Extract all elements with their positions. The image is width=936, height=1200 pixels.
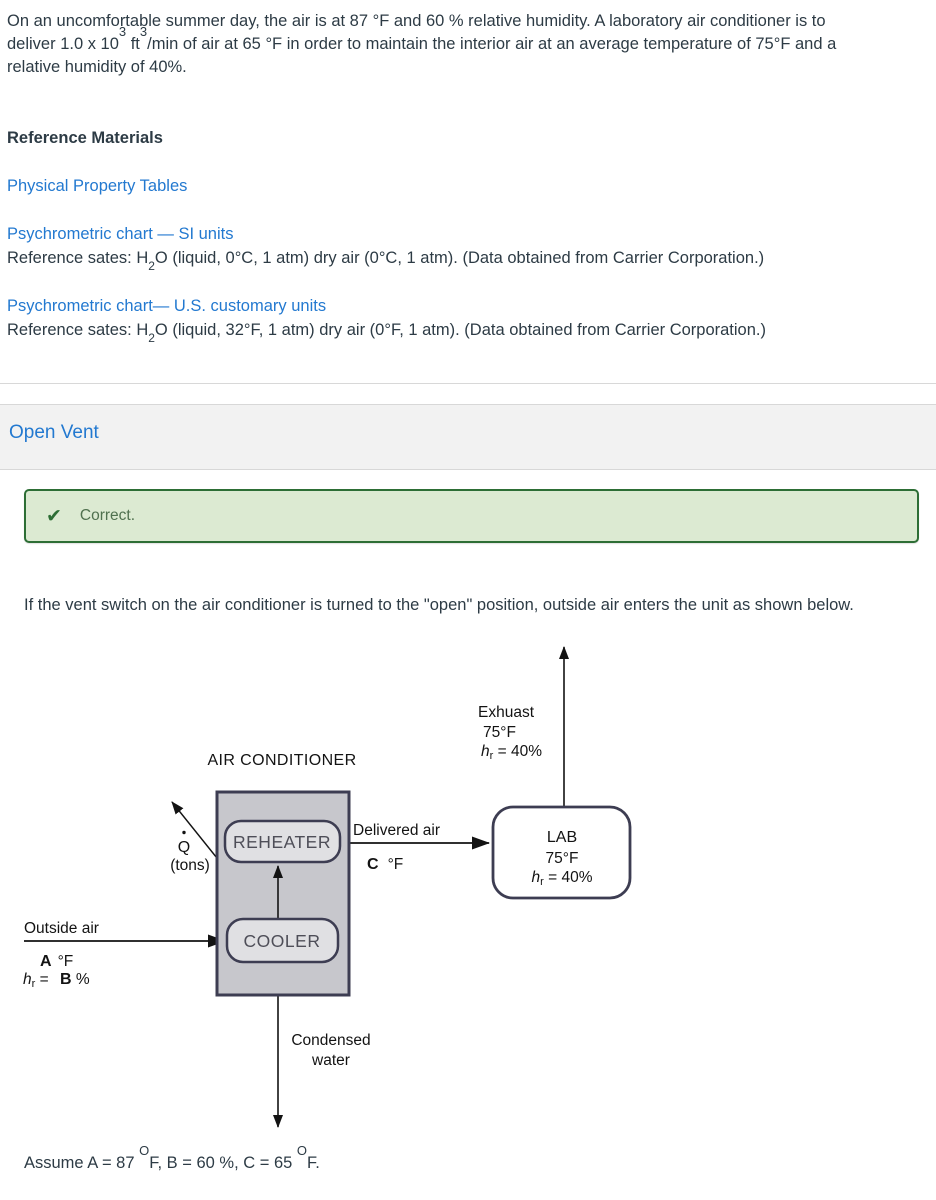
lab-box bbox=[491, 805, 632, 900]
cooler-label: COOLER bbox=[244, 931, 321, 951]
lab-name: LAB bbox=[547, 829, 577, 846]
problem-line-1: On an uncomfortable summer day, the air … bbox=[7, 12, 826, 30]
subscript: 2 bbox=[148, 259, 155, 274]
outside-air-humidity: hr = B % bbox=[23, 971, 90, 990]
us-reference-note: Reference sates: H2O (liquid, 32°F, 1 at… bbox=[7, 321, 766, 346]
exhaust-label: Exhuast bbox=[478, 704, 535, 721]
reheater-box bbox=[223, 819, 342, 864]
lab-humidity: hr = 40% bbox=[532, 869, 593, 888]
horizontal-divider bbox=[0, 383, 936, 384]
delivered-air-label: Delivered air bbox=[353, 822, 440, 839]
system-diagram: AIR CONDITIONER REHEATER COOLER LAB 75°F… bbox=[23, 646, 632, 1128]
lab-temp: 75°F bbox=[546, 850, 579, 867]
si-reference-note: Reference sates: H2O (liquid, 0°C, 1 atm… bbox=[7, 249, 765, 274]
air-conditioner-title: AIR CONDITIONER bbox=[207, 752, 356, 769]
problem-statement: On an uncomfortable summer day, the air … bbox=[7, 10, 836, 79]
correct-banner: ✔ Correct. bbox=[24, 489, 919, 543]
feedback-text: Correct. bbox=[79, 507, 136, 524]
degree-superscript: O bbox=[296, 1142, 308, 1158]
psychrometric-chart-si-link[interactable]: Psychrometric chart — SI units bbox=[7, 225, 234, 243]
physical-property-tables-link[interactable]: Physical Property Tables bbox=[7, 177, 188, 195]
outside-air-label: Outside air bbox=[24, 920, 99, 937]
assume-line: Assume A = 87 OF, B = 60 %, C = 65 OF. bbox=[24, 1142, 320, 1173]
problem-line-2: deliver 1.0 x 103 ft3/min of air at 65 °… bbox=[7, 23, 837, 54]
cooler-box bbox=[225, 917, 340, 964]
degree-superscript: O bbox=[139, 1142, 150, 1158]
reference-materials-heading: Reference Materials bbox=[7, 129, 163, 147]
psychrometric-chart-us-link[interactable]: Psychrometric chart— U.S. customary unit… bbox=[7, 297, 327, 315]
section-header-bar: Open Vent bbox=[0, 404, 936, 470]
condensed-water-label-2: water bbox=[311, 1052, 350, 1069]
delivered-air-temp: C°F bbox=[367, 856, 403, 873]
dot-over-q bbox=[182, 830, 186, 835]
heat-rate-unit: (tons) bbox=[170, 857, 210, 874]
problem-line-3: relative humidity of 40%. bbox=[7, 58, 187, 76]
explanation-text: If the vent switch on the air conditione… bbox=[24, 596, 854, 614]
condensed-water-label-1: Condensed bbox=[291, 1032, 370, 1049]
exhaust-temp: 75°F bbox=[483, 724, 516, 741]
heat-rate-symbol: Q bbox=[178, 839, 190, 856]
open-vent-link[interactable]: Open Vent bbox=[9, 422, 99, 443]
checkmark-icon: ✔ bbox=[46, 505, 62, 527]
exponent: 3 bbox=[118, 23, 127, 39]
subscript: 2 bbox=[148, 331, 155, 346]
reheater-label: REHEATER bbox=[233, 832, 331, 852]
exhaust-humidity: hr = 40% bbox=[481, 743, 542, 762]
exponent: 3 bbox=[139, 23, 148, 39]
outside-air-temp: A°F bbox=[40, 953, 73, 970]
